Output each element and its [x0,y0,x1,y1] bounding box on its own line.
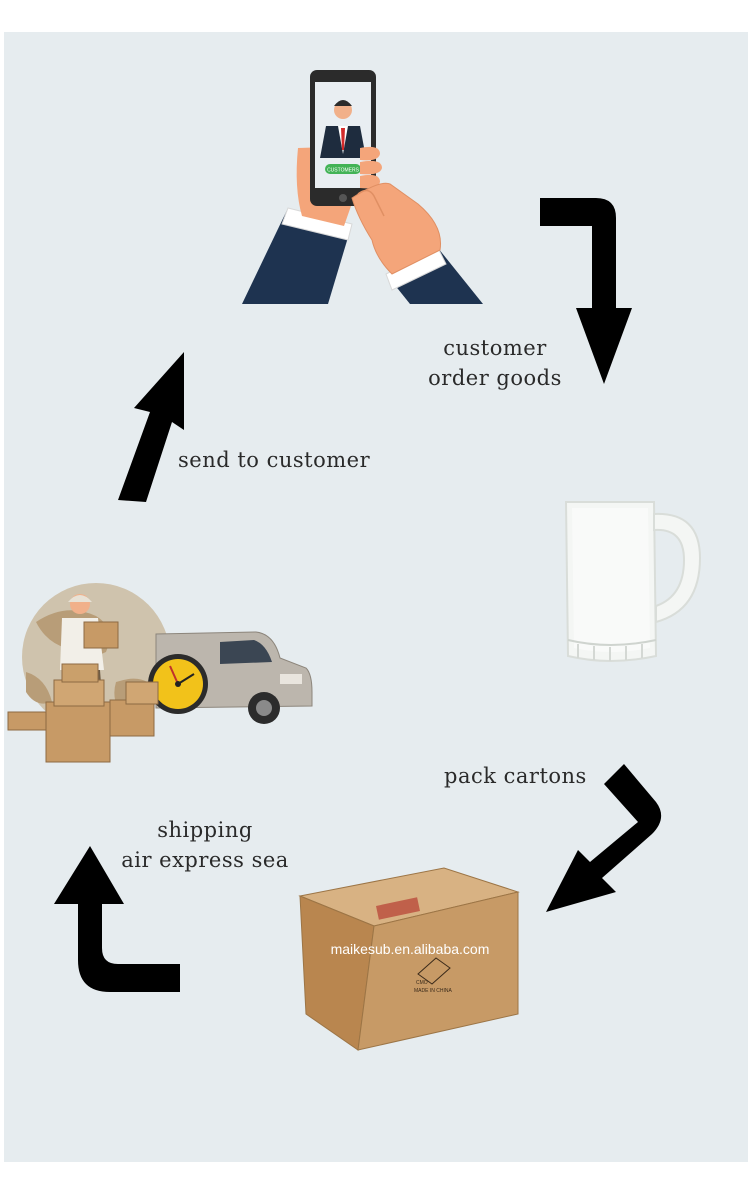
step-customer-order: customer order goods [420,333,570,393]
beer-mug-image [564,501,702,662]
arrow-to-delivery [54,846,180,992]
step-shipping-line1: shipping [157,818,253,842]
step-shipping: shipping air express sea [120,815,290,875]
carton-print-1: CMO [416,980,428,986]
phone-button-text: CUSTOMERS [327,168,360,174]
arrow-to-carton [546,764,662,912]
arrow-to-customer [118,352,184,502]
step-customer-order-line1: customer [443,336,547,360]
step-customer-order-line2: order goods [428,366,562,390]
delivery-collage-image [7,583,313,763]
carton-watermark: maikesub.en.alibaba.com [331,941,490,957]
phone-hands-illustration: CUSTOMERS [242,70,483,304]
step-pack-cartons: pack cartons [444,764,587,788]
step-send-to-customer: send to customer [178,448,371,472]
step-shipping-line2: air express sea [121,848,289,872]
carton-box-image: maikesub.en.alibaba.com CMO MADE IN CHIN… [298,867,520,1051]
carton-print-2: MADE IN CHINA [414,988,452,994]
arrow-to-product [540,198,632,384]
